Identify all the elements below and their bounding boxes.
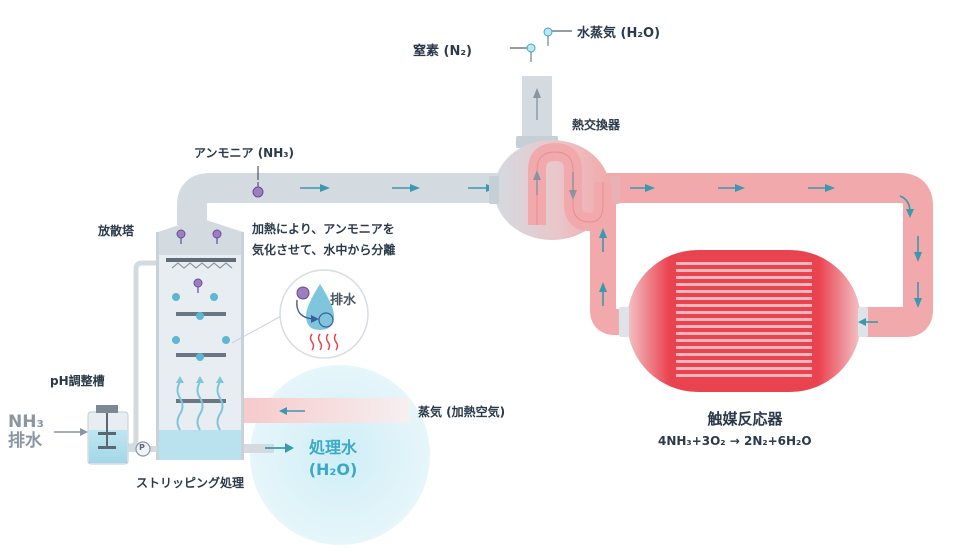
tower-packing [171,262,233,269]
reactor-plate [676,346,812,349]
reactor-return-pipe [590,188,625,335]
catalytic-reactor-label: 触媒反応器 [707,410,783,428]
heating-note-line2: 気化させて、水中から分離 [252,243,396,257]
reactor-plate [676,290,812,293]
drain-bubble-label: 排水 [330,293,357,308]
water-vapor-dot [543,27,553,37]
heat-exchanger-label: 熱交換器 [572,118,621,132]
ph-tank-lid [96,405,118,413]
steam-arrow-head [279,407,287,415]
ph-inlet-arrow-head [80,428,88,436]
reactor-plate [676,311,812,314]
treated-water-line1: 処理水 [308,438,357,457]
steam-pipe [243,398,410,423]
hot-flow-down-arrow-1 [914,252,922,262]
reactor-plate [676,283,812,286]
reactor-left-flange [619,307,629,337]
reactor-plate [676,367,812,370]
ph-tank-stirrer-blade-1 [98,432,116,435]
drain-ammonia [296,286,310,300]
drain-heat-waves [309,333,339,351]
hot-flow-arrow-2 [735,184,745,192]
drain-ammonia-ring [318,312,334,328]
coil-arrow-up [533,170,541,180]
reactor-plate [676,304,812,307]
return-flow-arrow-2 [599,282,607,292]
reactor-inlet-arrow-head [858,318,866,326]
hot-flow-arrow-1 [645,184,655,192]
drain-ammonia-arrow-head [311,315,319,323]
pump-body[interactable] [135,441,151,457]
ammonia-pipe [177,173,510,225]
steam-label: 蒸気 (加熱空気) [418,405,506,419]
coil-arrow-down [569,190,577,200]
reactor-plate [676,325,812,328]
reactor-plate [676,360,812,363]
tower-outline-left [156,232,159,460]
hot-flow-down-arrow-2 [914,298,922,308]
reactor-plate [676,318,812,321]
stripping-label: ストリッピング処理 [136,476,245,490]
exhaust-arrow-head [533,88,541,98]
ammonia-label: アンモニア (NH₃) [194,146,295,160]
treated-water-line2: (H₂O) [308,460,358,479]
nh3-label: NH₃ [8,412,44,432]
ammonia-molecules [176,182,264,293]
pump-label: P [139,443,145,452]
heat-exchanger-right-flange [610,176,620,204]
reactor-plate [676,374,812,377]
water-vapor-label: 水蒸気 (H₂O) [577,26,661,41]
treated-water-arrow-head [285,443,294,453]
diffusion-tower-label: 放散塔 [98,224,135,238]
heating-note-line1: 加熱により、アンモニアを [252,222,395,236]
reactor-plate [676,269,812,272]
reactor-plate [676,276,812,279]
reactor-catalyst-plates [676,262,812,377]
tower-steam-arrowheads [176,376,224,383]
tower-water [156,430,244,460]
heat-exchanger-left-flange [489,176,499,204]
reactor-plate [676,332,812,335]
tower-recirculation-pipe [126,260,156,449]
reactor-plate [676,353,812,356]
tower-steam-waves [176,381,224,431]
ph-tank-label: pH調整槽 [50,374,105,388]
hot-flow-arrow-3 [825,184,835,192]
tower-outline-right [241,232,244,460]
tower-roof [158,218,243,255]
ph-tank-stirrer-blade-2 [98,446,116,449]
tower-droplets [172,293,230,361]
reaction-equation: 4NH₃+3O₂ → 2N₂+6H₂O [658,434,812,448]
reactor-plate [676,339,812,342]
nitrogen-label: 窒素 (N₂) [413,44,472,59]
treated-water-pipe [244,444,274,453]
wastewater-label: 排水 [8,431,42,451]
reactor-plate [676,262,812,265]
reactor-plate [676,297,812,300]
tower-top-plate [166,258,236,262]
nitrogen-dot [526,43,536,53]
return-flow-arrow-1 [599,228,607,238]
ammonia-flow-arrow-2 [410,184,420,192]
ammonia-flow-arrow-1 [320,184,330,192]
hot-flow-corner-arrow-head [906,209,914,218]
